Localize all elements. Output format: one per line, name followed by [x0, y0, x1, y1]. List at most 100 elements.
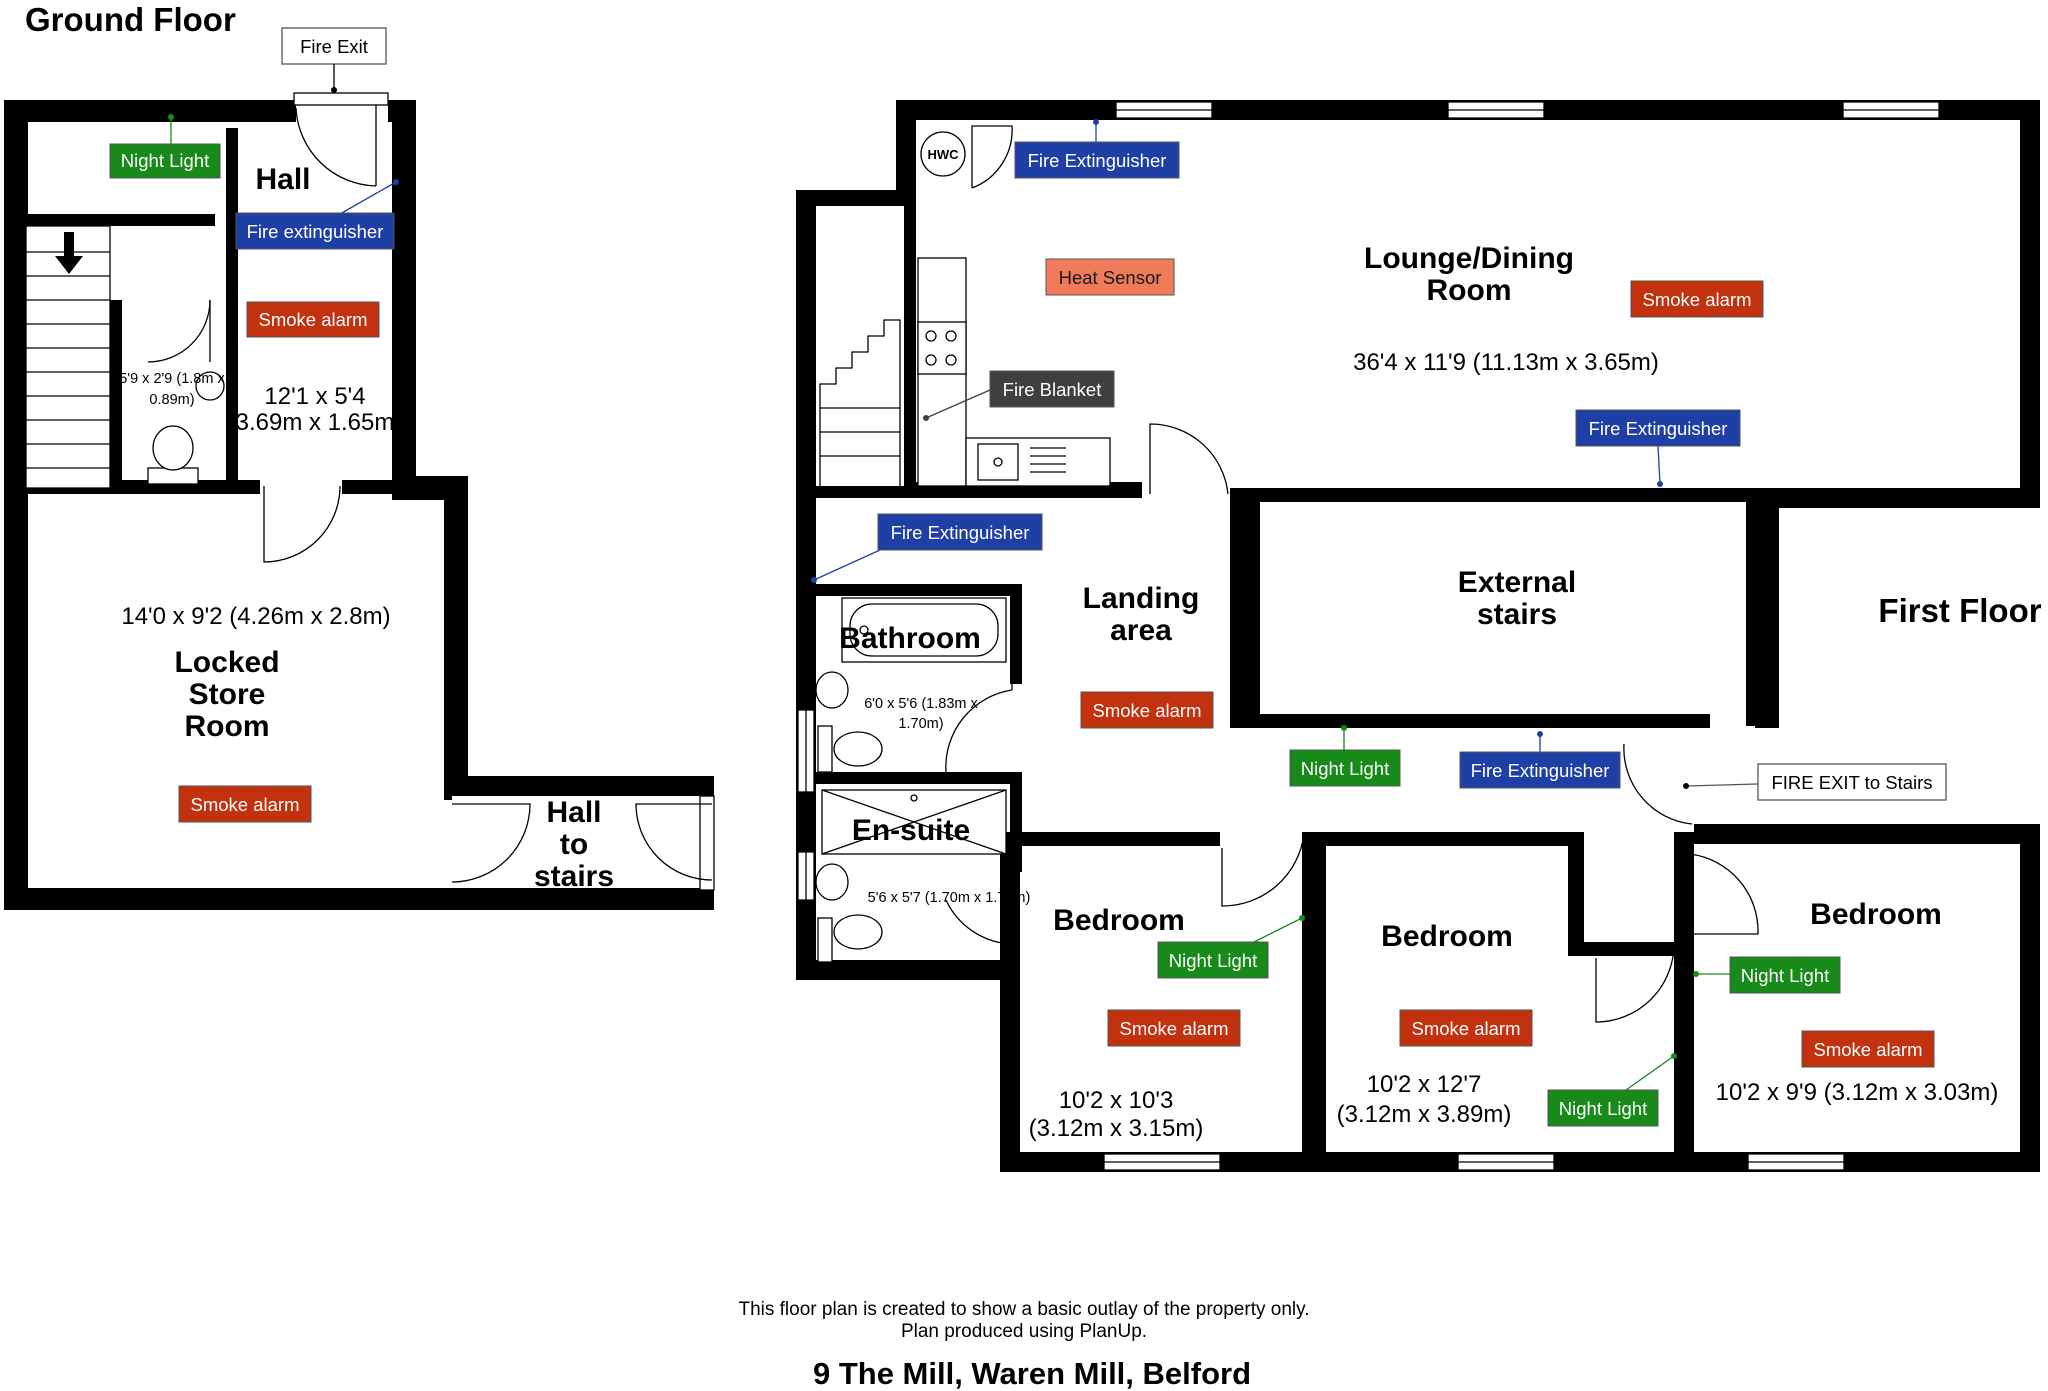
bathroom-dims-line2: 1.70m) [898, 716, 943, 732]
bathroom-dims-line1: 6'0 x 5'6 (1.83m x [864, 696, 978, 712]
ground-floor-walls [4, 100, 714, 910]
ensuite-fittings [815, 789, 1013, 963]
bedroom3-door [1689, 853, 1759, 935]
bedroom1-door [1221, 833, 1305, 907]
lounge-smoke-alarm-text: Smoke alarm [1643, 289, 1752, 310]
fire-exit-stairs-text: FIRE EXIT to Stairs [1771, 772, 1932, 793]
fire-exit-door: Fire Exit [281, 27, 389, 187]
ground-hall-smoke-alarm-text: Smoke alarm [259, 309, 368, 330]
hall-stairs-door-left [451, 803, 531, 883]
first-floor-windows [797, 101, 1940, 1171]
ground-floor: Ground Floor Fire Exit [4, 1, 715, 910]
bedroom2-night-light-tag: Night Light [1547, 1089, 1659, 1127]
landing-smoke-alarm-tag: Smoke alarm [1080, 691, 1214, 729]
first-floor-stairs [819, 319, 901, 486]
fire-exit-stairs-note: FIRE EXIT to Stairs [1757, 763, 1947, 801]
ground-night-light-tag: Night Light [109, 143, 221, 179]
landing-fire-extinguisher-text: Fire Extinguisher [891, 522, 1030, 543]
ground-stairs [25, 225, 111, 489]
bedroom1-dims-line2: (3.12m x 3.15m) [1029, 1115, 1204, 1142]
fire-exit-label: Fire Exit [300, 36, 368, 57]
store-door [263, 485, 341, 563]
bathroom-label: Bathroom [839, 622, 981, 655]
landing-night-light-tag: Night Light [1289, 749, 1401, 787]
landing-label-line1: Landing [1083, 582, 1200, 615]
lounge-door [1149, 423, 1229, 495]
landing-label-line2: area [1110, 614, 1172, 647]
bedroom3-label: Bedroom [1810, 898, 1942, 931]
ground-night-light-text: Night Light [121, 150, 209, 171]
hwc-cupboard: HWC [920, 125, 1013, 189]
kitchen-fittings [917, 257, 1111, 487]
footer-note-line1: This floor plan is created to show a bas… [738, 1299, 1309, 1320]
lounge-label-line2: Room [1427, 274, 1512, 307]
landing-smoke-alarm-text: Smoke alarm [1093, 700, 1202, 721]
lounge-fire-extinguisher-bottom-tag: Fire Extinguisher [1575, 409, 1741, 447]
hall-to-stairs-line2: to [560, 828, 588, 861]
lounge-smoke-alarm-tag: Smoke alarm [1630, 280, 1764, 318]
hall-stairs-door-right [635, 803, 713, 881]
fire-exit-stairs-door [1623, 743, 1693, 825]
bedroom1-dims-line1: 10'2 x 10'3 [1059, 1087, 1174, 1114]
bedroom2-smoke-alarm-text: Smoke alarm [1412, 1018, 1521, 1039]
bedroom1-night-light-text: Night Light [1169, 950, 1257, 971]
bedroom2-night-light-text: Night Light [1559, 1098, 1647, 1119]
exit-fire-extinguisher-text: Fire Extinguisher [1471, 760, 1610, 781]
bedroom3-smoke-alarm-text: Smoke alarm [1814, 1039, 1923, 1060]
fire-blanket-text: Fire Blanket [1003, 379, 1102, 400]
heat-sensor-tag: Heat Sensor [1045, 258, 1175, 296]
landing-night-light-text: Night Light [1301, 758, 1389, 779]
ground-wc: 5'9 x 2'9 (1.8m x 0.89m) [119, 299, 225, 485]
bedroom2-label: Bedroom [1381, 920, 1513, 953]
first-floor: HWC [796, 100, 2042, 1172]
bedroom2-door [1595, 943, 1675, 1023]
property-address: 9 The Mill, Waren Mill, Belford [813, 1356, 1251, 1391]
external-stairs-enclosure [1240, 490, 1766, 726]
bedroom3-night-light-text: Night Light [1741, 965, 1829, 986]
store-label-line1: Locked [174, 646, 279, 679]
lounge-fire-extinguisher-bottom-text: Fire Extinguisher [1589, 418, 1728, 439]
hall-dims-line1: 12'1 x 5'4 [264, 383, 365, 410]
bedroom2-smoke-alarm-tag: Smoke alarm [1399, 1009, 1533, 1047]
hall-to-stairs-line1: Hall [546, 796, 601, 829]
bedroom2-dims-line2: (3.12m x 3.89m) [1337, 1101, 1512, 1128]
footer: This floor plan is created to show a bas… [738, 1299, 1309, 1391]
bedroom2-dims-line1: 10'2 x 12'7 [1367, 1071, 1482, 1098]
bedroom1-label: Bedroom [1053, 904, 1185, 937]
bedroom3-night-light-tag: Night Light [1729, 956, 1841, 994]
fire-blanket-tag: Fire Blanket [989, 370, 1115, 408]
hall-to-stairs-line3: stairs [534, 860, 614, 893]
lounge-fire-extinguisher-tag: Fire Extinguisher [1014, 141, 1180, 179]
store-label-line2: Store [189, 678, 266, 711]
lounge-fire-extinguisher-text: Fire Extinguisher [1028, 150, 1167, 171]
lounge-dims: 36'4 x 11'9 (11.13m x 3.65m) [1353, 349, 1659, 376]
hwc-label: HWC [927, 147, 959, 162]
hall-label: Hall [255, 163, 310, 196]
bedroom3-smoke-alarm-tag: Smoke alarm [1801, 1030, 1935, 1068]
ensuite-label: En-suite [852, 814, 970, 847]
ground-hall-smoke-alarm-tag: Smoke alarm [246, 301, 380, 338]
ground-floor-title: Ground Floor [25, 1, 236, 38]
store-dims: 14'0 x 9'2 (4.26m x 2.8m) [121, 603, 390, 630]
lounge-label-line1: Lounge/Dining [1364, 242, 1574, 275]
bathroom-fittings [815, 597, 1022, 773]
external-stairs-line2: stairs [1477, 598, 1557, 631]
exit-fire-extinguisher-tag: Fire Extinguisher [1459, 751, 1621, 789]
external-stairs-line1: External [1458, 566, 1576, 599]
arrow-down-icon [55, 232, 83, 274]
bedroom3-dims: 10'2 x 9'9 (3.12m x 3.03m) [1716, 1079, 1999, 1106]
ground-fire-extinguisher-tag: Fire extinguisher [235, 212, 395, 250]
ground-fire-extinguisher-text: Fire extinguisher [247, 221, 384, 242]
bedroom1-smoke-alarm-text: Smoke alarm [1120, 1018, 1229, 1039]
bedroom1-night-light-tag: Night Light [1157, 941, 1269, 979]
store-label-line3: Room [185, 710, 270, 743]
hall-dims-line2: (3.69m x 1.65m) [228, 409, 403, 436]
first-floor-title: First Floor [1878, 592, 2041, 629]
footer-note-line2: Plan produced using PlanUp. [901, 1321, 1147, 1342]
ensuite-dims: 5'6 x 5'7 (1.70m x 1.75m) [868, 890, 1031, 906]
ground-store-smoke-alarm-text: Smoke alarm [191, 794, 300, 815]
bedroom1-smoke-alarm-tag: Smoke alarm [1107, 1009, 1241, 1047]
landing-fire-extinguisher-tag: Fire Extinguisher [877, 513, 1043, 551]
ground-store-smoke-alarm-tag: Smoke alarm [178, 785, 312, 823]
